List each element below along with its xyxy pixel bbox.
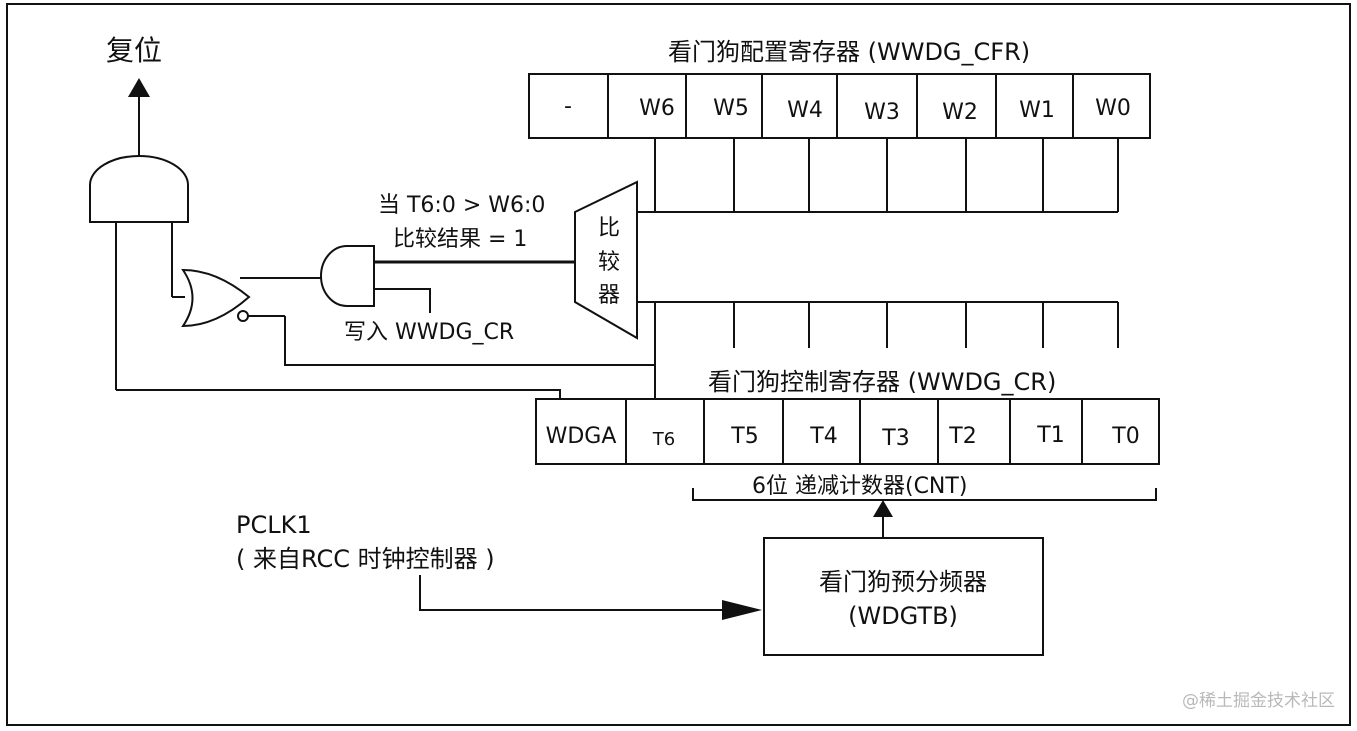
- cfr-cell-label: W2: [942, 100, 978, 125]
- reset-label: 复位: [106, 34, 162, 67]
- t6-feedback-wire: [284, 316, 655, 366]
- or-inverted-input-bubble: [237, 310, 249, 322]
- cfr-cell-1: [607, 73, 687, 139]
- cfr-cell-5: [916, 73, 997, 139]
- cr-cell-2: [703, 398, 784, 465]
- cr-cell-label: T6: [652, 429, 675, 450]
- diagram-border: [6, 3, 1351, 726]
- cr-register: WDGA T6 T5 T4 T3 T2 T1 T0: [535, 398, 1160, 465]
- cr-cell-0: [535, 398, 627, 465]
- cfr-cell-6: [995, 73, 1074, 139]
- comparator-char-2: 较: [598, 250, 620, 275]
- cr-bit-lines: [654, 302, 1119, 399]
- write-wire: [374, 288, 431, 313]
- cfr-title: 看门狗配置寄存器 (WWDG_CFR): [668, 38, 1030, 66]
- prescaler-line2: (WDGTB): [848, 602, 958, 630]
- cr-title: 看门狗控制寄存器 (WWDG_CR): [708, 368, 1056, 396]
- cfr-cell-label: W5: [713, 96, 749, 121]
- cr-cell-4: [859, 398, 939, 465]
- cr-cell-label: T2: [948, 424, 976, 449]
- reset-arrow-head: [128, 78, 150, 97]
- cr-cell-7: [1081, 398, 1160, 465]
- cr-cell-label: T4: [809, 424, 837, 449]
- condition-line2: 比较结果 = 1: [393, 227, 527, 252]
- cr-cell-label: WDGA: [546, 424, 617, 449]
- write-and-gate: [320, 245, 375, 307]
- cr-cell-1: [625, 398, 705, 465]
- prescaler-box: [763, 537, 1044, 656]
- condition-line1: 当 T6:0 > W6:0: [378, 193, 545, 218]
- write-label: 写入 WWDG_CR: [344, 320, 514, 345]
- cr-cell-label: T0: [1111, 424, 1139, 449]
- counter-label: 6位 递减计数器(CNT): [752, 474, 967, 499]
- watermark: @稀土掘金技术社区: [1182, 691, 1335, 711]
- pclk-line2: ( 来自RCC 时钟控制器 ): [236, 545, 495, 573]
- cfr-cell-3: [761, 73, 838, 139]
- cfr-bit-lines: [654, 138, 1119, 212]
- comparator-char-1: 比: [598, 216, 620, 241]
- cr-cell-6: [1009, 398, 1083, 465]
- cfr-cell-label: W0: [1095, 96, 1131, 121]
- cfr-cell-4: [836, 73, 918, 139]
- comparator-char-3: 器: [598, 283, 620, 308]
- cr-cell-label: T5: [730, 424, 758, 449]
- cr-cell-label: T1: [1036, 423, 1064, 448]
- pclk-line1: PCLK1: [236, 511, 312, 539]
- cfr-cell-label: W4: [787, 98, 823, 123]
- cfr-cell-label: W6: [639, 96, 675, 121]
- cfr-cell-label: W1: [1019, 98, 1055, 123]
- or-gate: [181, 268, 251, 328]
- cfr-cell-7: [1072, 73, 1151, 139]
- cfr-register: - W6 W5 W4 W3 W2 W1 W0: [528, 73, 1151, 139]
- pclk-arrow-head: [722, 600, 762, 620]
- prescaler-to-counter-arrow-head: [873, 500, 893, 517]
- pclk-wire: [419, 575, 730, 611]
- comparator: [574, 180, 638, 340]
- cfr-cell-label: W3: [864, 100, 900, 125]
- reset-and-gate: [89, 155, 189, 223]
- cr-cell-3: [782, 398, 861, 465]
- cfr-cell-2: [685, 73, 763, 139]
- prescaler-line1: 看门狗预分频器: [819, 568, 987, 596]
- cr-cell-label: T3: [881, 426, 909, 451]
- counter-bracket: [692, 488, 1157, 501]
- cfr-cell-label: -: [564, 94, 572, 119]
- wdga-wire: [116, 389, 561, 399]
